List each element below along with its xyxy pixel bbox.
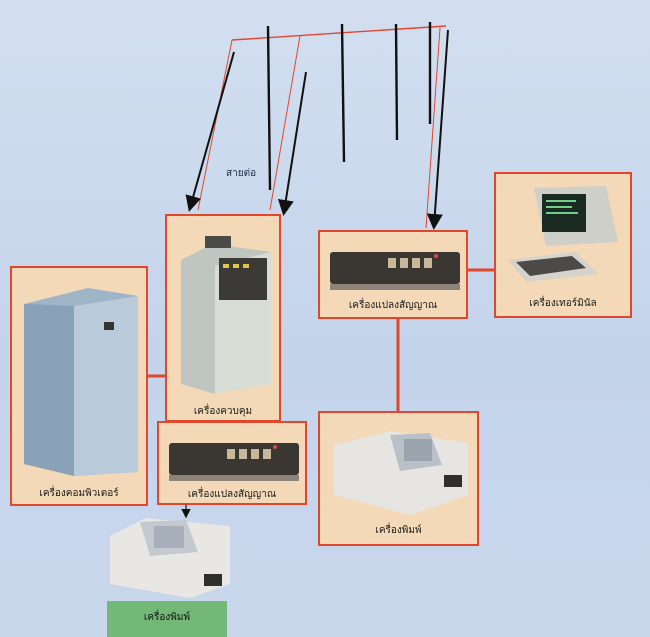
printer-bottom-label: เครื่องพิมพ์ — [143, 612, 191, 623]
arrow-to-controller-left — [185, 51, 235, 212]
computer-label: เครื่องคอมพิวเตอร์ — [39, 488, 119, 499]
controller-panel: เครื่องควบคุม — [165, 214, 281, 422]
modem-right-panel: เครื่องแปลงสัญญาณ — [318, 230, 468, 319]
printer-bottom-label-bar: เครื่องพิมพ์ — [107, 601, 227, 637]
cable-1 — [266, 25, 272, 191]
overhead-red-drop-3 — [425, 27, 441, 229]
modem-left-panel: เครื่องแปลงสัญญาณ — [157, 421, 307, 505]
overhead-red-cable — [231, 25, 447, 41]
computer-cabinet-image — [24, 288, 138, 476]
terminal-image — [508, 186, 618, 282]
modem-right-label: เครื่องแปลงสัญญาณ — [348, 300, 438, 311]
printer-right-panel: เครื่องพิมพ์ — [318, 411, 479, 546]
modem-right-image — [330, 252, 460, 290]
printer-right-image — [334, 431, 468, 515]
arrow-to-modem-right — [426, 29, 449, 230]
terminal-panel: เครื่องเทอร์มินัล — [494, 172, 632, 318]
wire-label: สายต่อ — [226, 168, 257, 179]
controller-unit-image — [181, 236, 271, 394]
arrow-to-controller-right — [277, 71, 307, 216]
modem-left-image — [169, 443, 299, 481]
modem-left-label: เครื่องแปลงสัญญาณ — [187, 489, 277, 500]
computer-panel: เครื่องคอมพิวเตอร์ — [10, 266, 148, 506]
cable-2 — [340, 23, 346, 163]
cable-3 — [394, 23, 399, 141]
overhead-red-drop-2 — [269, 35, 301, 211]
terminal-label: เครื่องเทอร์มินัล — [529, 298, 597, 309]
controller-label: เครื่องควบคุม — [193, 406, 253, 417]
overhead-red-drop-1 — [197, 39, 233, 211]
printer-bottom-image — [110, 518, 230, 598]
printer-right-label: เครื่องพิมพ์ — [375, 525, 422, 536]
